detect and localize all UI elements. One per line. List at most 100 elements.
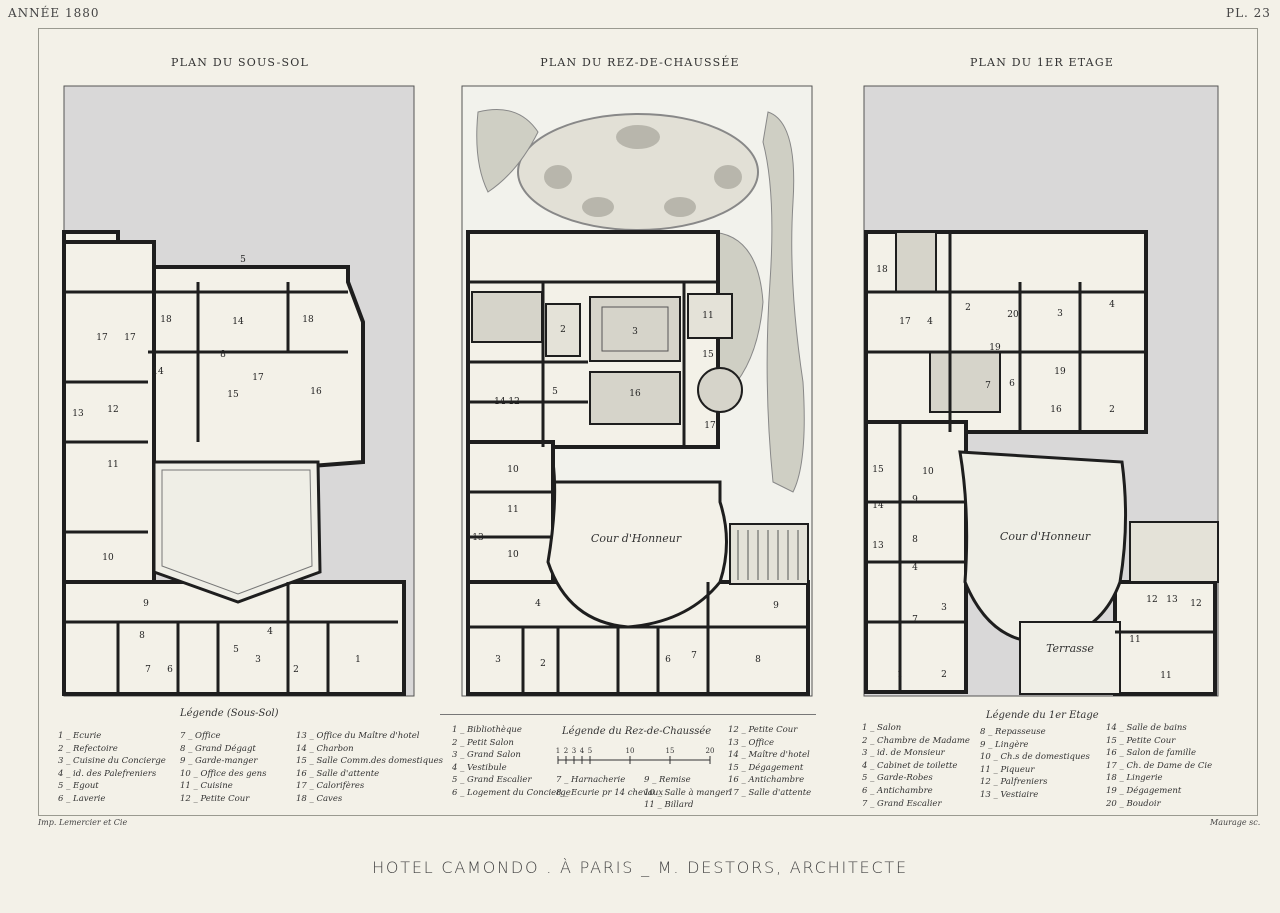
svg-text:4: 4: [535, 599, 541, 609]
court-label-rez: Cour d'Honneur: [591, 532, 682, 545]
svg-text:10: 10: [102, 553, 114, 563]
year-label: ANNÉE 1880: [8, 6, 100, 20]
svg-text:2: 2: [560, 325, 566, 335]
svg-text:18: 18: [876, 265, 888, 275]
svg-text:13: 13: [472, 533, 484, 543]
svg-text:1: 1: [897, 670, 903, 680]
printer-credit: Imp. Lemercier et Cie: [38, 818, 128, 827]
terrace-label: Terrasse: [1046, 642, 1094, 655]
svg-text:20: 20: [706, 747, 715, 755]
svg-text:17: 17: [899, 317, 911, 327]
svg-text:1: 1: [556, 747, 560, 755]
svg-text:17: 17: [96, 333, 108, 343]
svg-text:2: 2: [564, 747, 568, 755]
svg-text:2: 2: [293, 665, 299, 675]
svg-text:1: 1: [355, 655, 361, 665]
legend-rez-box: [440, 714, 816, 813]
svg-text:17: 17: [124, 333, 136, 343]
legend-etage-title: Légende du 1er Etage: [986, 710, 1099, 721]
svg-text:7: 7: [912, 615, 918, 625]
svg-text:10: 10: [626, 747, 635, 755]
svg-text:16: 16: [1050, 405, 1062, 415]
svg-text:8: 8: [139, 631, 145, 641]
svg-text:5: 5: [588, 747, 592, 755]
svg-text:14 12: 14 12: [494, 397, 520, 407]
svg-text:6: 6: [1009, 379, 1015, 389]
plan-title-rez: PLAN DU REZ-DE-CHAUSSÉE: [540, 56, 740, 69]
svg-text:2: 2: [1109, 405, 1115, 415]
svg-text:20: 20: [1007, 310, 1019, 320]
legend-rez-title: Légende du Rez-de-Chaussée: [562, 726, 712, 737]
svg-text:10: 10: [922, 467, 934, 477]
plan-title-sous-sol: PLAN DU SOUS-SOL: [171, 56, 309, 69]
svg-text:19: 19: [1054, 367, 1066, 377]
svg-text:5: 5: [552, 387, 558, 397]
svg-text:10: 10: [507, 465, 519, 475]
svg-text:15: 15: [872, 465, 884, 475]
svg-text:18: 18: [160, 315, 172, 325]
plate-number: PL. 23: [1226, 6, 1271, 20]
svg-text:9: 9: [773, 601, 779, 611]
plate-title: HOTEL CAMONDO . À PARIS _ M. DESTORS, AR…: [372, 858, 908, 877]
svg-text:8: 8: [912, 535, 918, 545]
svg-text:2: 2: [941, 670, 947, 680]
court-label-etage: Cour d'Honneur: [1000, 530, 1091, 543]
engraver-credit: Maurage sc.: [1210, 818, 1261, 827]
svg-text:5: 5: [233, 645, 239, 655]
plate-frame: [38, 28, 1258, 816]
svg-text:9: 9: [143, 599, 149, 609]
svg-text:6: 6: [665, 655, 671, 665]
svg-text:3: 3: [941, 603, 947, 613]
svg-text:14: 14: [872, 501, 884, 511]
legend-sous-sol-title: Légende (Sous-Sol): [180, 708, 279, 719]
svg-text:11: 11: [1129, 635, 1140, 645]
plan-sous-sol: 18 14 18 17 17 8 14 17 15 16 13 12 11 10…: [62, 85, 415, 697]
svg-text:7: 7: [145, 665, 151, 675]
svg-text:17: 17: [252, 373, 264, 383]
svg-text:2: 2: [965, 303, 971, 313]
svg-text:3: 3: [255, 655, 261, 665]
svg-text:4: 4: [1109, 300, 1115, 310]
svg-text:3: 3: [572, 747, 576, 755]
svg-text:14: 14: [232, 317, 244, 327]
svg-text:9: 9: [912, 495, 918, 505]
svg-text:13: 13: [72, 409, 84, 419]
svg-text:15: 15: [227, 390, 239, 400]
svg-text:17: 17: [704, 421, 716, 431]
svg-text:3: 3: [632, 327, 638, 337]
svg-text:6: 6: [167, 665, 173, 675]
svg-text:2: 2: [540, 659, 546, 669]
plan-rez-de-chaussee: 2 3 11 15 16 14 12 5 17 10 11 13 10 4 3 …: [461, 85, 813, 697]
svg-text:12: 12: [107, 405, 118, 415]
svg-text:3: 3: [1057, 309, 1063, 319]
svg-text:11: 11: [1160, 671, 1171, 681]
svg-text:4: 4: [912, 563, 918, 573]
svg-text:4: 4: [580, 747, 585, 755]
svg-text:10: 10: [507, 550, 519, 560]
svg-text:7: 7: [691, 651, 697, 661]
svg-text:11: 11: [107, 460, 118, 470]
svg-text:16: 16: [310, 387, 322, 397]
svg-text:15: 15: [666, 747, 675, 755]
svg-text:4: 4: [927, 317, 933, 327]
svg-text:15: 15: [702, 350, 714, 360]
svg-text:12: 12: [1190, 599, 1201, 609]
svg-text:11: 11: [702, 311, 713, 321]
svg-text:5: 5: [240, 255, 246, 265]
svg-text:12: 12: [1146, 595, 1157, 605]
svg-text:18: 18: [302, 315, 314, 325]
plan-premier-etage: 18 17 4 2 20 3 4 19 19 7 6 16 2 15 10 9 …: [863, 85, 1219, 697]
svg-text:4: 4: [267, 627, 273, 637]
svg-text:8: 8: [755, 655, 761, 665]
